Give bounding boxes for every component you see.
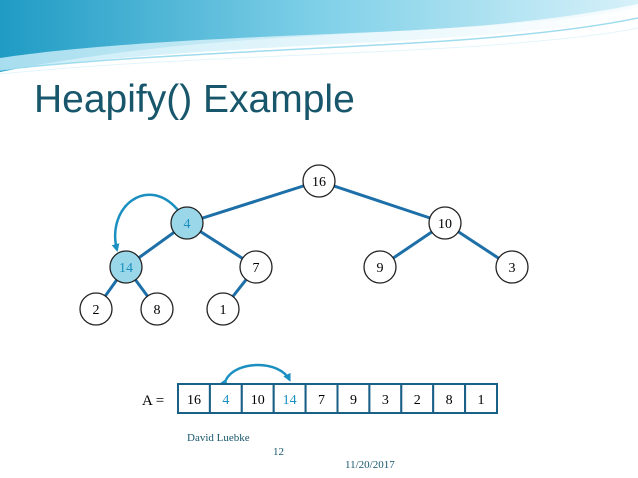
tree-swap-arrow: [111, 193, 184, 252]
array-cell: 8: [432, 383, 467, 414]
array-cell: 16: [177, 383, 211, 414]
tree-node: 16: [302, 164, 336, 198]
tree-node-circle: [302, 164, 336, 198]
tree-node: 9: [363, 250, 397, 284]
tree-node-label: 7: [253, 261, 260, 276]
array-cell-value: 10: [251, 393, 265, 408]
array-cell: 10: [240, 383, 275, 414]
tree-node-label: 10: [438, 217, 452, 232]
array-cell: 2: [400, 383, 435, 414]
tree-node-circle: [140, 292, 174, 326]
array-cell: 7: [304, 383, 339, 414]
tree-node-circle: [206, 292, 240, 326]
tree-node-circle: [428, 206, 462, 240]
tree-edge: [318, 179, 446, 225]
tree-node-label: 8: [154, 303, 161, 318]
tree-nodes: 16 4 10 14 7 9 3 2 8 1: [79, 164, 529, 326]
array-cell-value: 7: [318, 393, 325, 408]
tree-node-circle: [79, 292, 113, 326]
tree-node-circle: [109, 250, 143, 284]
tree-node: 3: [495, 250, 529, 284]
array-cell: 1: [464, 383, 499, 414]
array-cell: 14: [272, 383, 307, 414]
tree-node-label: 16: [312, 175, 326, 190]
array-cell: 4: [208, 383, 243, 414]
array-cell: 9: [336, 383, 371, 414]
tree-node: 7: [239, 250, 273, 284]
decorative-banner: [0, 0, 638, 80]
tree-node: 4: [170, 206, 204, 240]
tree-edges: [94, 179, 513, 310]
tree-node-circle: [495, 250, 529, 284]
array-cell-value: 16: [187, 393, 201, 408]
tree-node-circle: [363, 250, 397, 284]
tree-node-circle: [170, 206, 204, 240]
array-label: A =: [142, 393, 164, 409]
tree-node-circle: [239, 250, 273, 284]
footer-author: David Luebke: [187, 432, 250, 444]
tree-node-label: 14: [119, 261, 133, 276]
array-cell-value: 9: [350, 393, 357, 408]
slide-date: 11/20/2017: [345, 459, 395, 471]
tree-node: 10: [428, 206, 462, 240]
array-cell-value: 4: [222, 393, 229, 408]
tree-node-label: 3: [509, 261, 516, 276]
array-cell-value: 1: [478, 393, 485, 408]
swap-arrows: [111, 193, 291, 388]
tree-node-label: 9: [377, 261, 384, 276]
array-cell: 3: [368, 383, 403, 414]
tree-node: 14: [109, 250, 143, 284]
array-cell-value: 14: [283, 393, 297, 408]
tree-node: 8: [140, 292, 174, 326]
array-cell-value: 8: [446, 393, 453, 408]
tree-edge: [186, 179, 320, 225]
array-cell-value: 3: [382, 393, 389, 408]
array-cell-box: [464, 383, 499, 414]
slide-title: Heapify() Example: [34, 78, 355, 121]
tree-node: 2: [79, 292, 113, 326]
array-cell-box: [400, 383, 435, 414]
tree-node-label: 1: [220, 303, 227, 318]
page-number: 12: [273, 446, 284, 458]
array-cell-value: 2: [414, 393, 421, 408]
heap-array: 16 4 10 14 7 9 3 2 8 1: [177, 383, 499, 414]
array-swap-arrow: [219, 363, 291, 388]
tree-node-label: 4: [184, 217, 191, 232]
tree-node-label: 2: [93, 303, 100, 318]
array-cell-box: [336, 383, 371, 414]
tree-node: 1: [206, 292, 240, 326]
